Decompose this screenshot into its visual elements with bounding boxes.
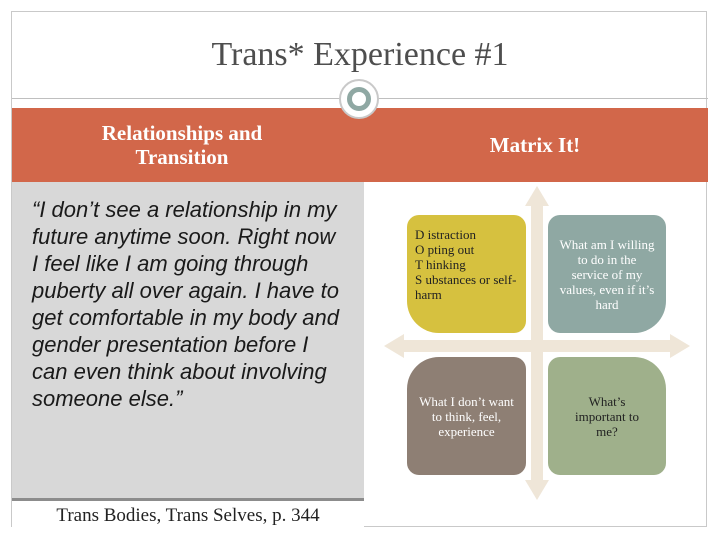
dots-line-o: O pting out [415, 242, 475, 257]
matrix-top-right: What am I willing to do in the service o… [548, 215, 666, 333]
right-column-heading: Matrix It! [489, 132, 581, 157]
source-citation: Trans Bodies, Trans Selves, p. 344 [12, 501, 364, 531]
matrix-bottom-left-label: What I don’t want to think, feel, experi… [419, 393, 514, 439]
ring-inner [347, 87, 371, 111]
left-heading-line-2: Transition [135, 145, 229, 169]
matrix-top-right-label: What am I willing to do in the service o… [559, 236, 655, 312]
slide-title: Trans* Experience #1 [211, 36, 509, 73]
dots-line-s: S ubstances or self-harm [415, 272, 517, 302]
matrix-bottom-right: What’s important to me? [548, 357, 666, 475]
horizontal-double-arrow-icon [384, 334, 690, 358]
left-heading-line-1: Relationships and [101, 121, 263, 145]
matrix-top-left: D istraction O pting out T hinking S ubs… [407, 215, 526, 333]
quote-text: “I don’t see a relationship in my future… [32, 197, 339, 411]
left-column-heading: Relationships and Transition [12, 108, 352, 182]
matrix-bottom-right-label: What’s important to me? [575, 393, 639, 439]
quote-panel [12, 182, 364, 498]
ring-circle-icon [339, 79, 379, 119]
matrix-bottom-left: What I don’t want to think, feel, experi… [407, 357, 526, 475]
dots-line-t: T hinking [415, 257, 466, 272]
dots-line-d: D istraction [415, 227, 477, 242]
